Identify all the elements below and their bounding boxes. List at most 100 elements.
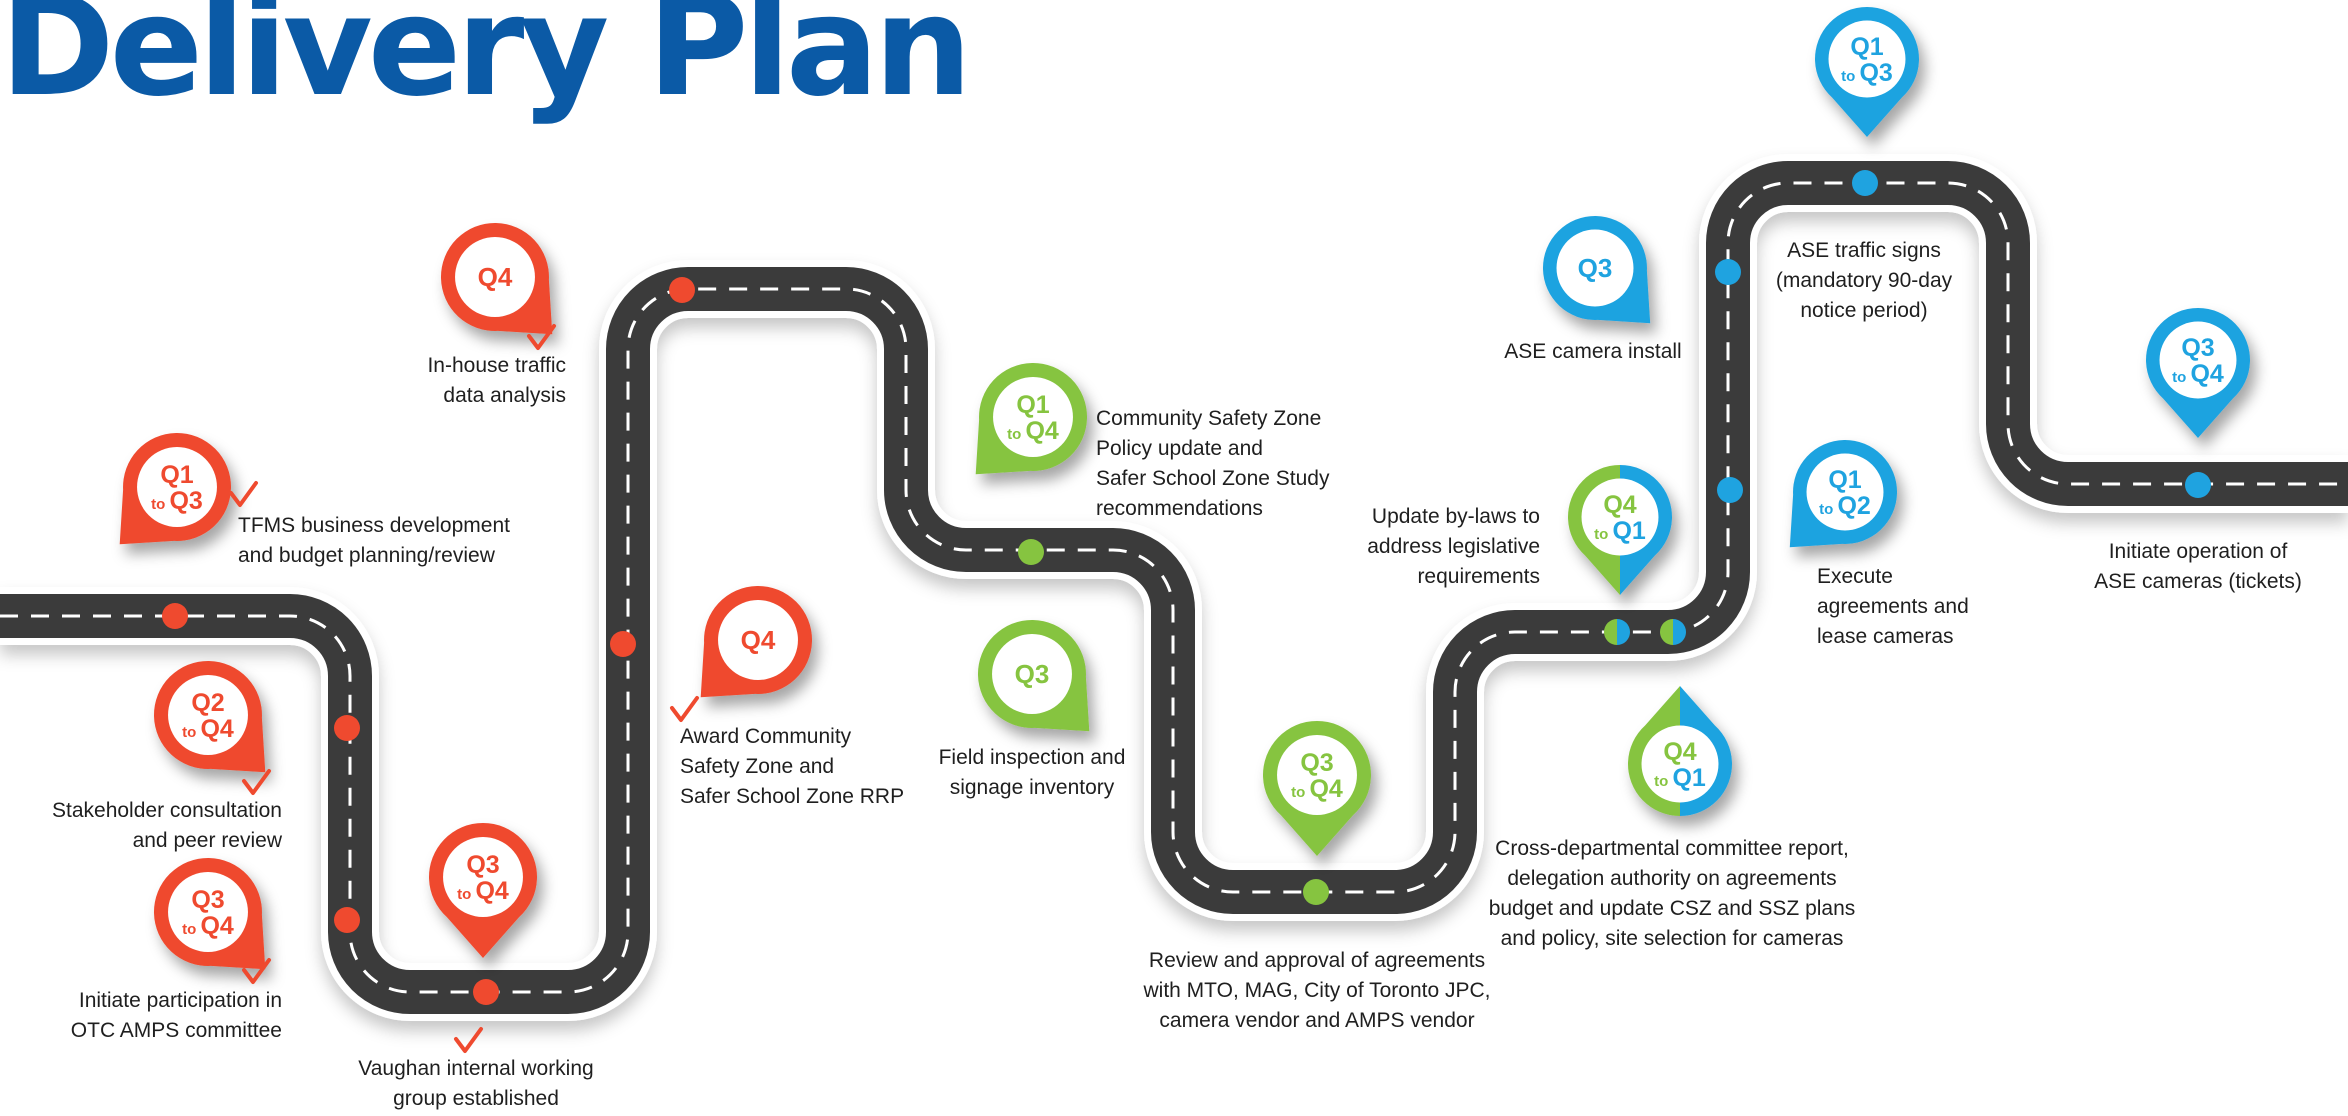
road-marker-dot: [1604, 619, 1617, 645]
checkmark-icon: [229, 481, 258, 507]
milestone-pin-traffic-data: Q4: [440, 222, 553, 335]
road: [0, 161, 2348, 1014]
milestone-description-camera-install: ASE camera install: [1504, 337, 1681, 367]
milestone-description-committee: Cross-departmental committee report, dele…: [1489, 834, 1856, 954]
milestone-pin-field: Q3: [977, 619, 1090, 732]
milestone-description-line: In-house traffic: [427, 354, 566, 377]
checkmark-icon: [242, 769, 271, 795]
pin-quarter-end: to Q4: [1007, 417, 1059, 445]
pin-inner-circle: [1556, 229, 1634, 307]
road-marker-dot: [669, 277, 695, 303]
pin-quarter-end: to Q4: [1291, 775, 1343, 803]
milestone-description-line: and budget planning/review: [238, 544, 495, 567]
pin-inner-circle: [2159, 321, 2237, 399]
milestone-description-line: camera vendor and AMPS vendor: [1159, 1009, 1475, 1032]
pin-inner-circle: [168, 675, 248, 755]
milestone-description-tfms: TFMS business development and budget plan…: [238, 511, 510, 571]
milestone-description-line: data analysis: [443, 384, 566, 407]
pin-inner-circle: [1641, 725, 1719, 803]
milestone-description-line: Field inspection and: [938, 746, 1126, 769]
milestone-description-field: Field inspection and signage inventory: [939, 743, 1126, 803]
checkmark-icon: [242, 958, 271, 984]
milestone-description-line: recommendations: [1096, 497, 1263, 520]
checkmark-icon: [454, 1027, 483, 1053]
milestone-description-line: and policy, site selection for cameras: [1500, 927, 1844, 950]
milestone-description-line: budget and update CSZ and SSZ plans: [1488, 897, 1856, 920]
milestone-description-line: delegation authority on agreements: [1507, 867, 1837, 890]
road-marker-dot: [1660, 619, 1673, 645]
pin-quarter-start: Q1: [1016, 391, 1049, 419]
road-marker-dot: [473, 979, 499, 1005]
milestone-description-line: Initiate participation in: [78, 989, 282, 1012]
road-marker-dot: [1715, 259, 1741, 285]
milestone-description-otc: Initiate participation in OTC AMPS commit…: [71, 986, 282, 1046]
pin-quarter-start: Q4: [1663, 738, 1696, 766]
milestone-description-line: Safer School Zone Study: [1096, 467, 1330, 490]
milestone-description-line: TFMS business development: [238, 514, 510, 537]
milestone-description-line: Stakeholder consultation: [52, 799, 282, 822]
road-marker-dot: [334, 907, 360, 933]
milestone-pin-camera-install: Q3: [1542, 215, 1651, 324]
pin-quarter-start: Q3: [1300, 749, 1333, 777]
checkmark-icon: [670, 696, 699, 722]
road-marker-dot: [334, 715, 360, 741]
milestone-description-line: lease cameras: [1817, 625, 1954, 648]
page-title: Delivery Plan: [0, 0, 972, 127]
milestone-description-line: ASE camera install: [1504, 340, 1682, 363]
pin-inner-circle: [455, 237, 535, 317]
milestone-description-line: Update by-laws to: [1371, 505, 1540, 528]
pin-inner-circle: [168, 872, 248, 952]
milestone-description-line: with MTO, MAG, City of Toronto JPC,: [1143, 979, 1491, 1002]
pin-quarter-end: to Q4: [182, 715, 234, 743]
milestone-description-line: Safer School Zone RRP: [680, 785, 905, 808]
pin-quarter-start: Q3: [466, 851, 499, 879]
pin-quarter: Q4: [741, 625, 776, 655]
milestone-description-line: Policy update and: [1096, 437, 1263, 460]
pin-inner-circle: [993, 377, 1073, 457]
pin-quarter-end: to Q4: [457, 877, 509, 905]
milestone-description-line: ASE cameras (tickets): [2094, 570, 2302, 593]
pin-quarter-end: to Q1: [1594, 517, 1646, 545]
road-marker-dot: [1852, 170, 1878, 196]
pin-quarter-start: Q4: [1603, 491, 1636, 519]
pin-quarter-end: to Q1: [1654, 764, 1706, 792]
road-marker-dot: [1617, 619, 1630, 645]
milestone-description-line: agreements and: [1817, 595, 1969, 618]
milestone-description-line: OTC AMPS committee: [70, 1019, 282, 1042]
milestone-description-line: Award Community: [680, 725, 852, 748]
milestone-description-traffic-data: In-house traffic data analysis: [427, 351, 566, 411]
pin-quarter: Q4: [478, 262, 513, 292]
pin-inner-circle: [1581, 478, 1659, 556]
milestone-description-line: address legislative: [1367, 535, 1540, 558]
road-marker-dot: [1673, 619, 1686, 645]
pin-quarter-start: Q1: [1828, 466, 1861, 494]
pin-inner-circle: [137, 447, 217, 527]
road-marker-dot: [610, 631, 636, 657]
road-marker-dot: [1018, 539, 1044, 565]
pin-quarter-end: to Q4: [182, 912, 234, 940]
road-marker-dot: [1717, 477, 1743, 503]
milestone-description-line: notice period): [1800, 299, 1928, 322]
road-marker-dot: [1303, 879, 1329, 905]
milestone-description-line: Safety Zone and: [680, 755, 835, 778]
checkmark-icon: [527, 324, 556, 350]
milestone-description-line: signage inventory: [949, 776, 1115, 799]
milestone-description-line: (mandatory 90-day: [1775, 269, 1953, 292]
pin-quarter-start: Q3: [191, 886, 224, 914]
milestone-description-line: Cross-departmental committee report,: [1495, 837, 1849, 860]
